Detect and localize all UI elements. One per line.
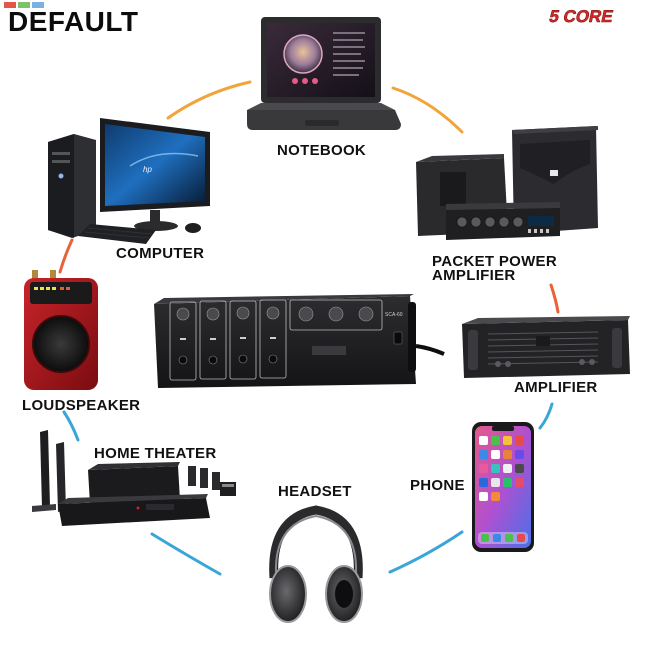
desktop-computer-icon: hp [48,118,210,244]
window-strip-icon [4,2,44,8]
label-headset: HEADSET [278,483,352,500]
label-packet-power-line2: AMPLIFIER [432,267,516,284]
connector-loudspeaker-hometheater [62,410,80,442]
label-amplifier: AMPLIFIER [514,379,598,396]
connector-headset-phone [388,530,464,574]
svg-text:hp: hp [143,165,152,174]
label-notebook: NOTEBOOK [277,142,367,159]
connector-notebook-packet [391,86,464,134]
label-packet-power-line1: PACKET POWER [432,253,557,270]
svg-text:5 CORE: 5 CORE [548,6,615,26]
page-title: DEFAULT [8,6,139,37]
headphones-icon [269,505,363,623]
brand-logo: 5 CORE [536,5,641,27]
center-model-label: SCA-60 [385,312,403,318]
connector-packet-amplifier [549,283,560,314]
portable-speaker-icon [24,270,98,390]
label-loudspeaker: LOUDSPEAKER [22,397,141,414]
home-theater-icon [32,430,236,526]
connector-notebook-computer [166,80,252,120]
speakers-amplifier-icon [416,126,598,240]
rack-amplifier-icon [462,316,630,378]
label-computer: COMPUTER [116,245,205,262]
label-home-theater: HOME THEATER [94,445,217,462]
connector-hometheater-headset [150,532,222,576]
connector-computer-loudspeaker [58,238,74,274]
label-phone: PHONE [410,477,465,494]
smartphone-icon [472,422,534,552]
connector-amplifier-phone [538,402,554,430]
mixer-amplifier-icon: SCA-60 [154,294,445,388]
laptop-icon [247,17,401,130]
